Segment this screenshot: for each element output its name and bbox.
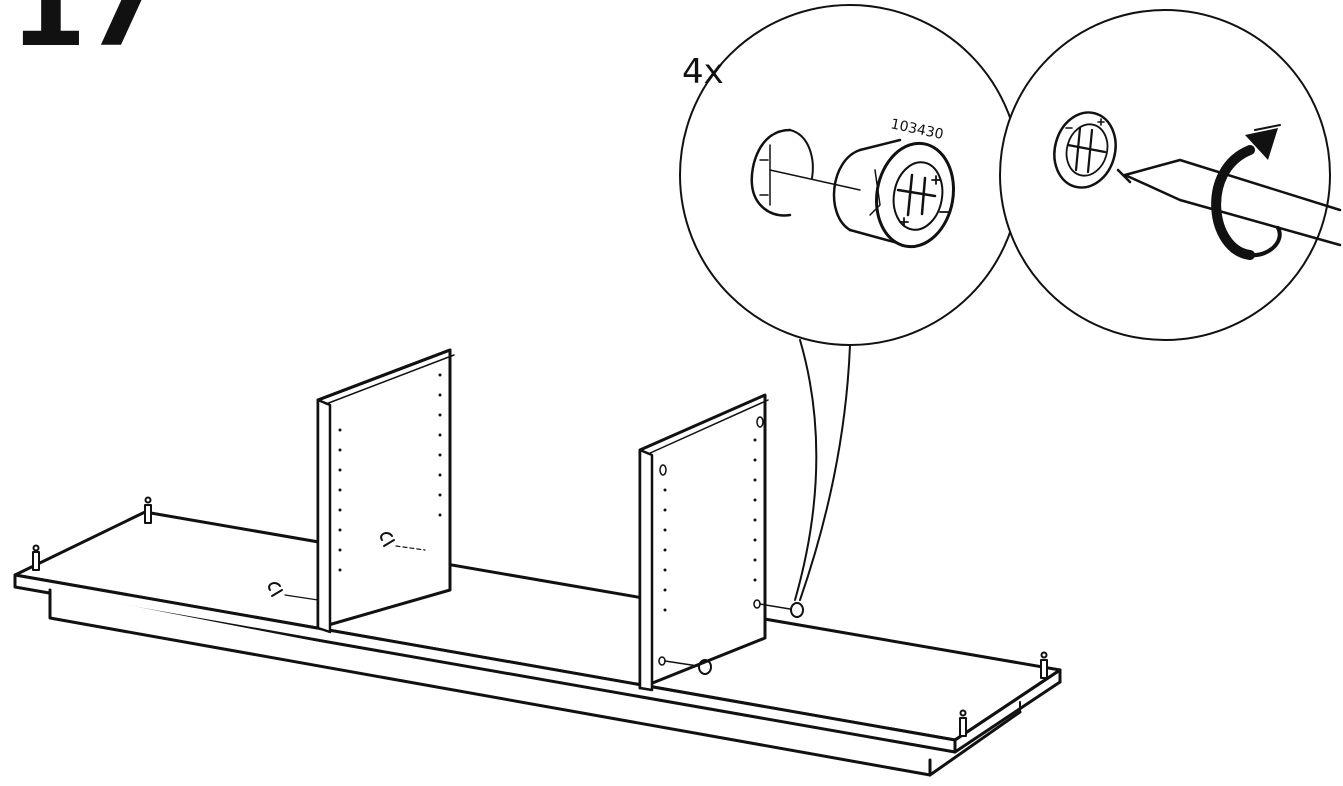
rotate-clockwise-arrow-icon [1211,124,1282,260]
left-divider-panel [316,348,455,634]
cam-face-icon [1053,111,1117,189]
detail-circle-screwdriver [999,9,1342,341]
cam-hole-icon [750,128,814,217]
cam-lock-small-1 [380,532,426,551]
screwdriver-icon [1116,158,1342,247]
quantity-label: 4x [682,52,724,92]
cam-lock-small-3 [753,599,804,618]
cam-lock-icon [832,138,955,249]
detail-circle-cam-insert: 103430 [679,4,1021,601]
step-number: 17 [10,0,161,71]
bottom-panel [13,510,1062,777]
cam-lock-small-4 [658,656,712,675]
right-divider-panel [638,393,769,692]
wooden-dowel-icon [32,496,1048,737]
cam-lock-small-2 [268,582,319,601]
